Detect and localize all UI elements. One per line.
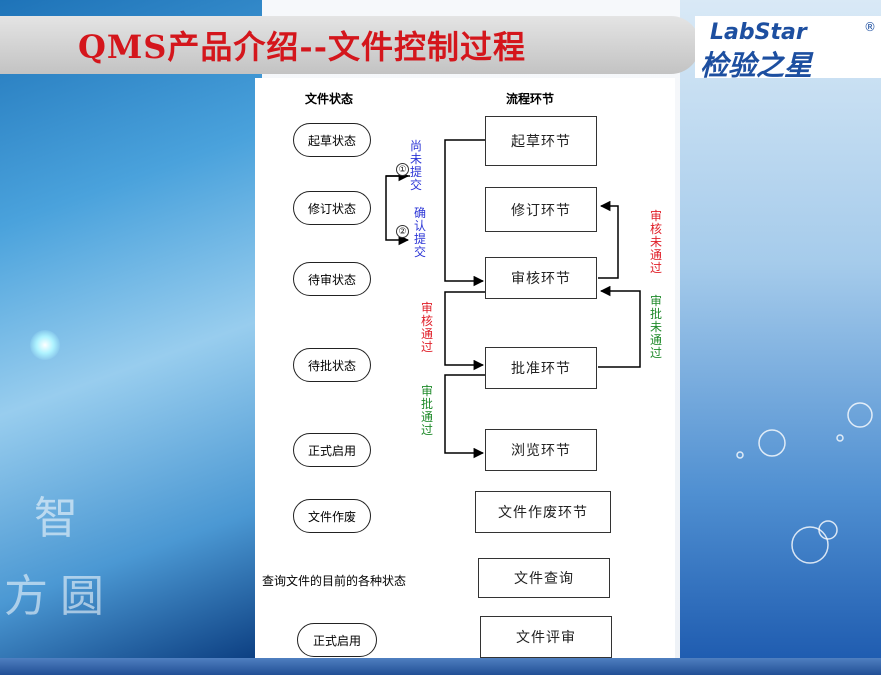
step-drafting: 起草环节: [485, 116, 597, 166]
state-drafting: 起草状态: [293, 123, 371, 157]
bubble-decoration: [736, 402, 873, 564]
state-in-effect-final: 正式启用: [297, 623, 377, 657]
step-column-header: 流程环节: [506, 92, 555, 106]
step-evaluation: 文件评审: [480, 616, 612, 658]
step-revising: 修订环节: [485, 187, 597, 232]
state-pending-approval: 待批状态: [293, 348, 371, 382]
state-in-effect: 正式启用: [293, 433, 371, 467]
slide-title: QMS产品介绍--文件控制过程: [78, 28, 526, 66]
connector-approve-to-review: [598, 285, 641, 368]
confirm-submit-label: 确认提交: [413, 206, 426, 259]
step-query: 文件查询: [478, 558, 610, 598]
step-approval: 批准环节: [485, 347, 597, 389]
glow-orb: [30, 330, 60, 360]
connector-approve-to-browse: [444, 374, 485, 459]
title-bar: [0, 16, 700, 74]
state-revising: 修订状态: [293, 191, 371, 225]
number-1-marker: ①: [396, 163, 409, 176]
bottom-bar: [0, 658, 881, 675]
query-state-label: 查询文件的目前的各种状态: [262, 574, 407, 588]
connector-review-to-revise: [598, 200, 619, 279]
logo-cjk-text: 检验之星: [700, 49, 813, 82]
state-obsolete: 文件作废: [293, 499, 371, 533]
state-column-header: 文件状态: [305, 92, 354, 106]
step-review: 审核环节: [485, 257, 597, 299]
number-2-marker: ②: [396, 225, 409, 238]
approval-failed-label: 审批未通过: [649, 294, 662, 360]
step-browse: 浏览环节: [485, 429, 597, 471]
connector-draft-to-review: [444, 139, 485, 287]
decorative-char: 方: [4, 571, 48, 622]
approval-passed-label: 审批通过: [420, 384, 433, 437]
decorative-char: 智: [34, 493, 78, 544]
connector-review-to-approve: [444, 291, 485, 371]
right-decorative-panel: [680, 0, 881, 660]
step-obsolete: 文件作废环节: [475, 491, 611, 533]
review-failed-label: 审核未通过: [649, 209, 662, 275]
decorative-char: 圆: [60, 571, 104, 622]
logo: [695, 16, 881, 78]
logo-latin-text: LabStar: [710, 20, 807, 45]
state-pending-review: 待审状态: [293, 262, 371, 296]
review-passed-label: 审核通过: [420, 301, 433, 354]
not-submitted-label: 尚未提交: [409, 139, 422, 192]
registered-mark: ®: [864, 20, 876, 34]
left-decorative-panel: 智 方 圆: [0, 0, 262, 660]
